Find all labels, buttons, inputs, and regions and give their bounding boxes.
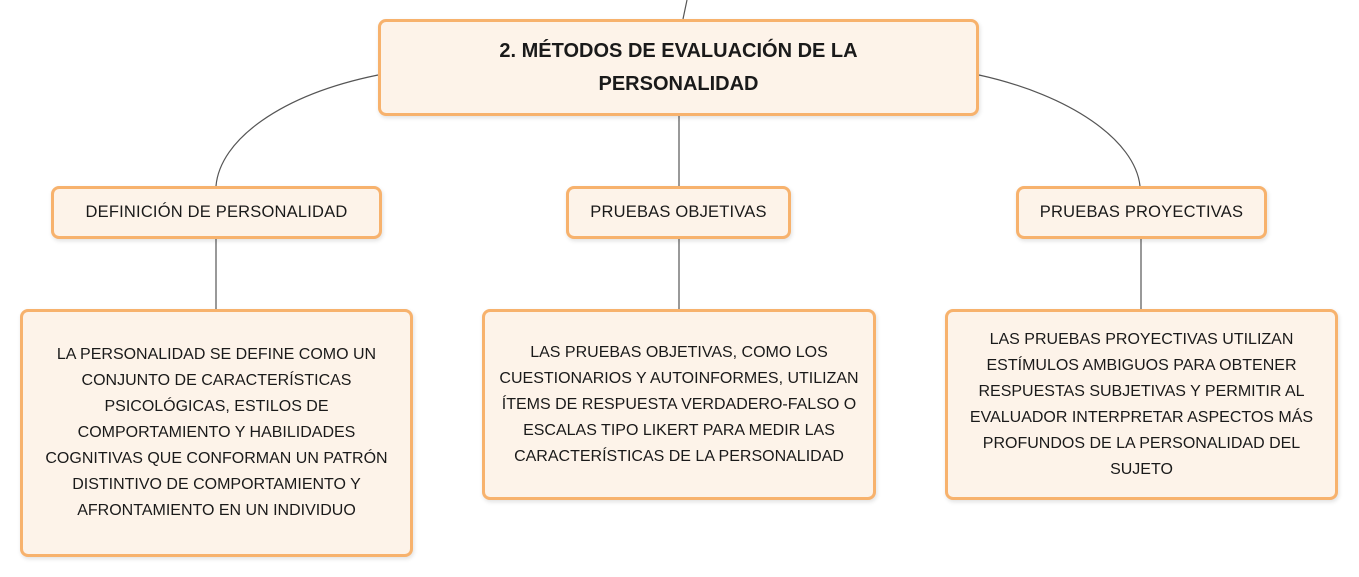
root-node[interactable]: 2. MÉTODOS DE EVALUACIÓN DE LA PERSONALI… bbox=[378, 19, 979, 116]
branch-node-label: PRUEBAS OBJETIVAS bbox=[590, 203, 767, 221]
detail-node-definicion[interactable]: LA PERSONALIDAD SE DEFINE COMO UN CONJUN… bbox=[20, 309, 413, 557]
branch-node-label: DEFINICIÓN DE PERSONALIDAD bbox=[85, 203, 348, 221]
connector-root-to-definicion bbox=[215, 74, 379, 187]
branch-node-proyectivas[interactable]: PRUEBAS PROYECTIVAS bbox=[1016, 186, 1267, 239]
detail-node-text: LAS PRUEBAS PROYECTIVAS UTILIZAN ESTÍMUL… bbox=[969, 330, 1314, 478]
root-node-label: 2. MÉTODOS DE EVALUACIÓN DE LA PERSONALI… bbox=[499, 39, 858, 95]
connector-incoming bbox=[682, 0, 688, 20]
detail-node-text: LA PERSONALIDAD SE DEFINE COMO UN CONJUN… bbox=[45, 346, 388, 519]
branch-node-objetivas[interactable]: PRUEBAS OBJETIVAS bbox=[566, 186, 791, 239]
detail-node-proyectivas[interactable]: LAS PRUEBAS PROYECTIVAS UTILIZAN ESTÍMUL… bbox=[945, 309, 1338, 500]
detail-node-objetivas[interactable]: LAS PRUEBAS OBJETIVAS, COMO LOS CUESTION… bbox=[482, 309, 876, 500]
branch-node-definicion[interactable]: DEFINICIÓN DE PERSONALIDAD bbox=[51, 186, 382, 239]
detail-node-text: LAS PRUEBAS OBJETIVAS, COMO LOS CUESTION… bbox=[499, 343, 859, 465]
connector-root-to-proyectivas bbox=[978, 74, 1141, 187]
branch-node-label: PRUEBAS PROYECTIVAS bbox=[1039, 203, 1244, 221]
